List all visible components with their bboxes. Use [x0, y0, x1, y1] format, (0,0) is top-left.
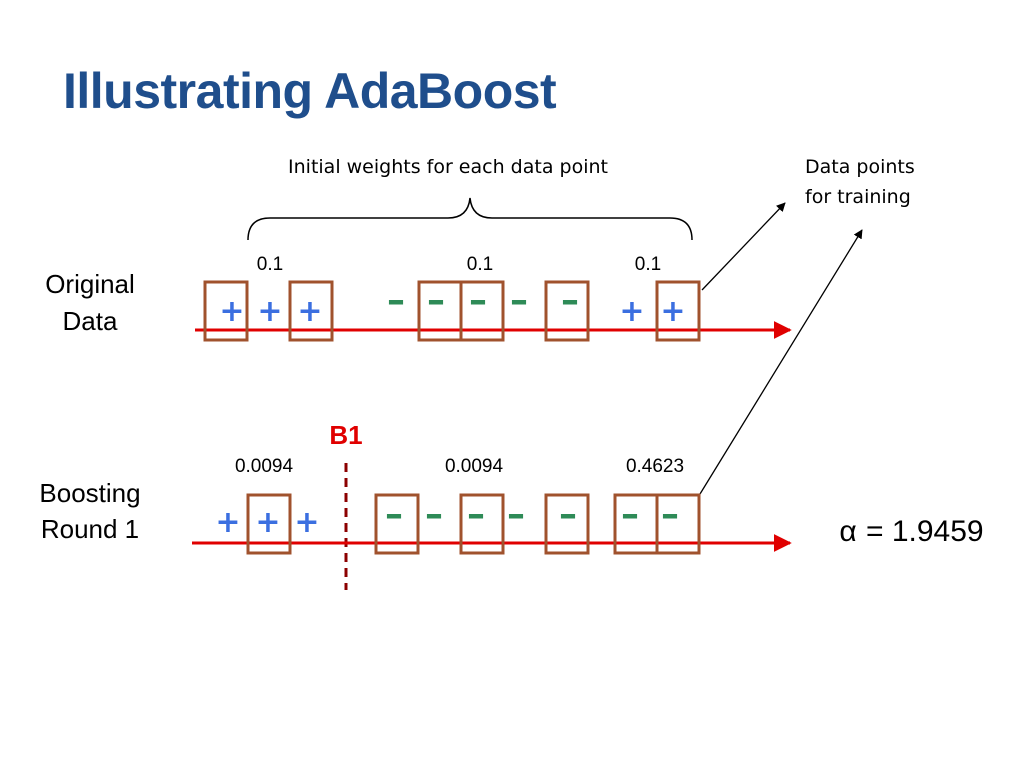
negative-point: – — [510, 280, 528, 321]
classifier-b1-label: B1 — [329, 420, 362, 450]
negative-point: – — [559, 494, 577, 535]
positive-point: + — [660, 294, 685, 329]
negative-point: – — [385, 494, 403, 535]
arrow-to-round1-data — [699, 229, 863, 495]
original-data-box — [655, 280, 701, 342]
arrow-to-original-data — [701, 202, 786, 291]
alpha-value: = 1.9459 — [866, 515, 984, 548]
original-data-box — [288, 280, 334, 342]
original-weight-3: 0.1 — [635, 254, 661, 275]
alpha-symbol: α — [839, 515, 856, 548]
round1-data-box — [246, 493, 292, 555]
round1-weight-2: 0.0094 — [445, 456, 504, 477]
negative-point: – — [507, 494, 525, 535]
round1-data-box — [655, 493, 701, 555]
original-data-box — [544, 280, 590, 342]
negative-point: – — [427, 280, 445, 321]
original-weight-2: 0.1 — [467, 254, 493, 275]
original-label-line2: Data — [63, 306, 118, 336]
negative-point: – — [425, 494, 443, 535]
positive-point: + — [255, 505, 280, 540]
negative-point: – — [387, 280, 405, 321]
round1-label-line1: Boosting — [39, 478, 140, 508]
round1-data-box — [374, 493, 420, 555]
round1-data-box — [459, 493, 505, 555]
positive-point: + — [219, 294, 244, 329]
round1-data-box — [544, 493, 590, 555]
negative-point: – — [661, 494, 679, 535]
data-points-note-line2: for training — [805, 186, 911, 208]
negative-point: – — [469, 280, 487, 321]
positive-point: + — [215, 505, 240, 540]
original-data-box — [459, 280, 505, 342]
data-points-note-line1: Data points — [805, 156, 915, 178]
original-data-box — [203, 280, 249, 342]
initial-weights-note: Initial weights for each data point — [288, 156, 608, 178]
positive-point: + — [257, 294, 282, 329]
page-title: Illustrating AdaBoost — [63, 63, 557, 119]
negative-point: – — [561, 280, 579, 321]
round1-label-line2: Round 1 — [41, 514, 139, 544]
negative-point: – — [467, 494, 485, 535]
positive-point: + — [294, 505, 319, 540]
weights-brace — [247, 197, 693, 241]
negative-point: – — [621, 494, 639, 535]
original-weight-1: 0.1 — [257, 254, 283, 275]
original-label-line1: Original — [45, 269, 135, 299]
positive-point: + — [297, 294, 322, 329]
round1-weight-1: 0.0094 — [235, 456, 294, 477]
round1-weight-3: 0.4623 — [626, 456, 684, 477]
positive-point: + — [619, 294, 644, 329]
